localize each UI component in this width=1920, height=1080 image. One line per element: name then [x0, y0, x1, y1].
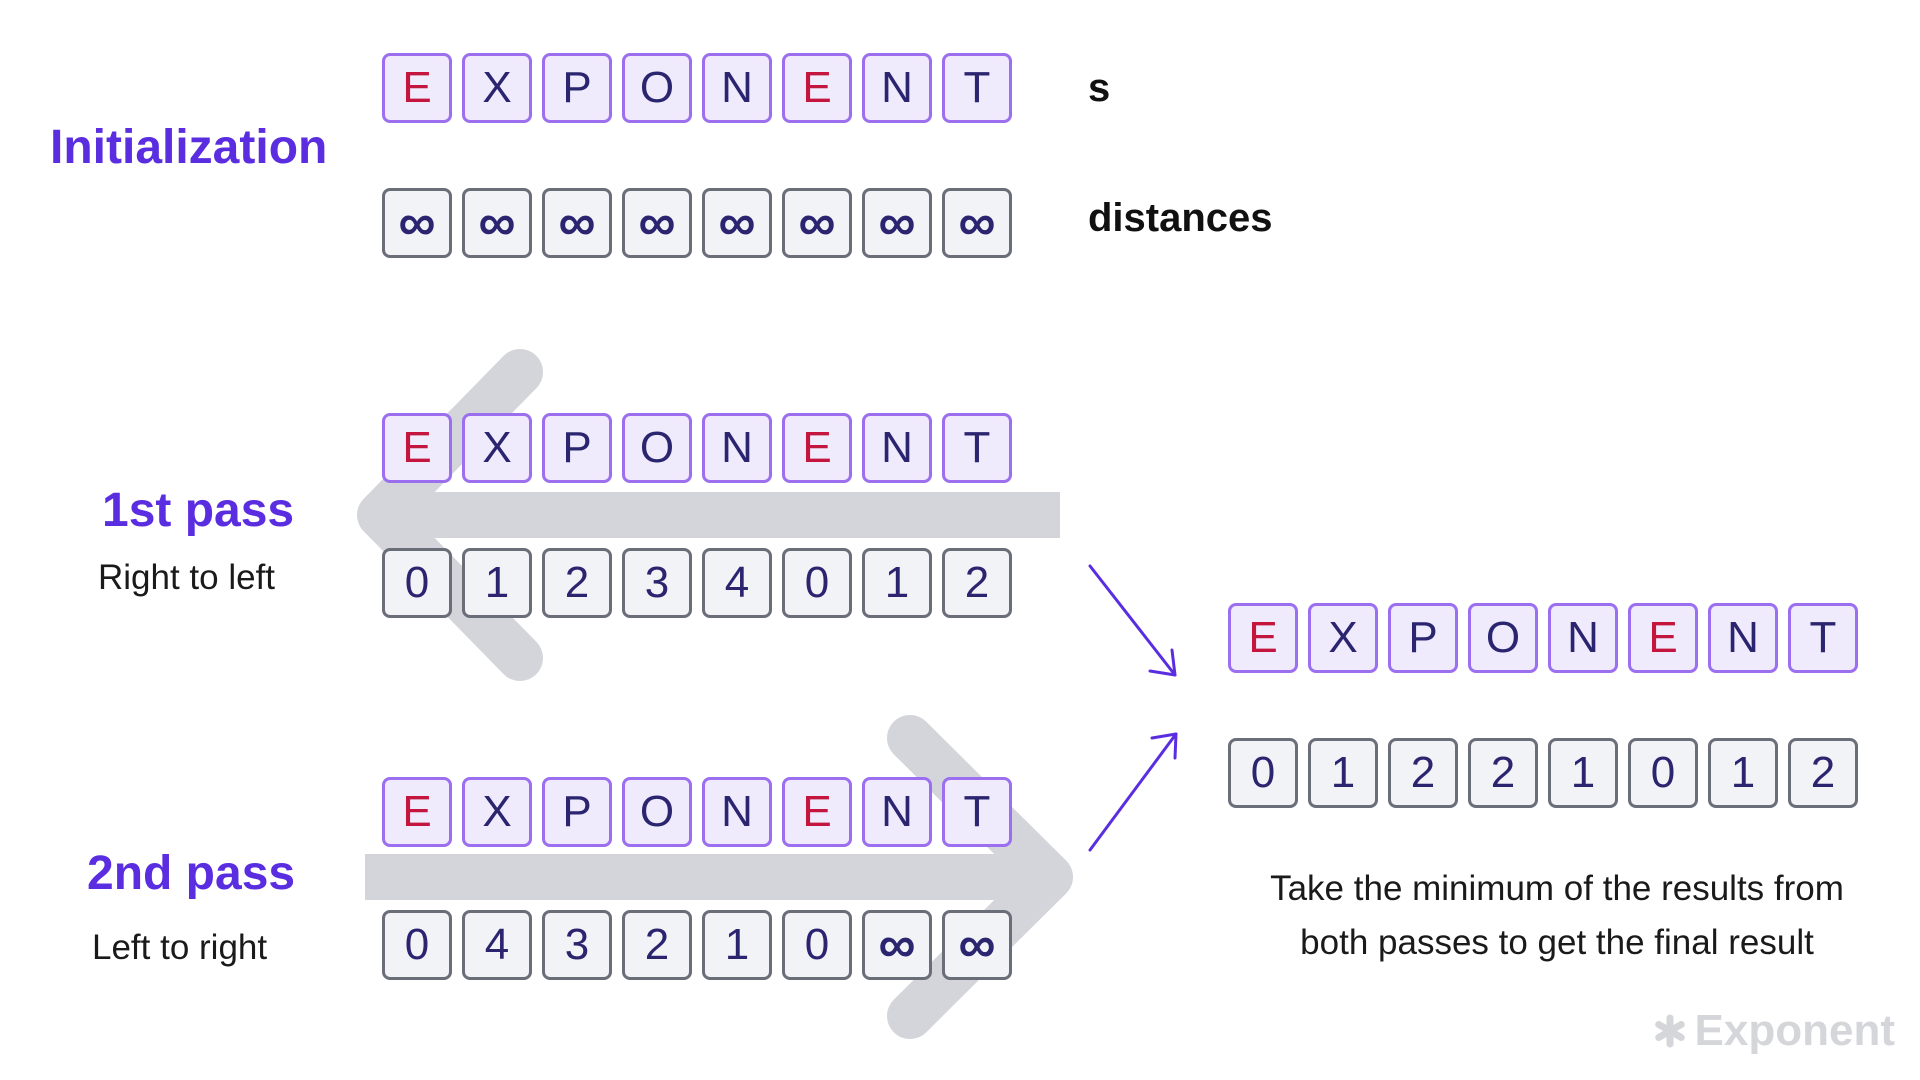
letter-cell: N [1548, 603, 1618, 673]
letter-cell: P [542, 413, 612, 483]
distance-cell: 3 [542, 910, 612, 980]
first-pass-title: 1st pass [102, 484, 295, 537]
exponent-logo: Exponent [1653, 1006, 1895, 1056]
distance-cell: ∞ [542, 188, 612, 258]
letter-cell: O [1468, 603, 1538, 673]
distance-cell: 0 [1628, 738, 1698, 808]
distance-cell: ∞ [942, 188, 1012, 258]
distance-cell: ∞ [462, 188, 532, 258]
distance-cell: 2 [1388, 738, 1458, 808]
letter-cell: P [1388, 603, 1458, 673]
result-caption: Take the minimum of the results from bot… [1197, 862, 1917, 970]
distance-cell: 1 [1548, 738, 1618, 808]
letter-cell: X [462, 53, 532, 123]
letter-cell: E [782, 777, 852, 847]
distance-cell: 0 [1228, 738, 1298, 808]
letter-cell: X [462, 413, 532, 483]
distance-cell: 0 [782, 548, 852, 618]
letter-cell: N [862, 777, 932, 847]
asterisk-icon [1654, 1014, 1685, 1048]
distance-cell: ∞ [862, 910, 932, 980]
letter-cell: E [782, 413, 852, 483]
s-label: s [1088, 66, 1111, 110]
brand-name: Exponent [1694, 1006, 1895, 1055]
distance-cell: 2 [542, 548, 612, 618]
second-pass-subtitle: Left to right [92, 928, 268, 967]
caption-line-1: Take the minimum of the results from [1270, 869, 1844, 908]
distance-cell: 2 [622, 910, 692, 980]
distance-cell: 1 [462, 548, 532, 618]
letter-cell: N [702, 53, 772, 123]
letter-cell: N [702, 413, 772, 483]
merge-arrow-up [1088, 732, 1178, 852]
distance-cell: 2 [942, 548, 1012, 618]
distance-cell: ∞ [702, 188, 772, 258]
caption-line-2: both passes to get the final result [1300, 923, 1814, 962]
letter-cell: N [702, 777, 772, 847]
distance-cell: 4 [462, 910, 532, 980]
letter-cell: E [382, 413, 452, 483]
distance-cell: 3 [622, 548, 692, 618]
distance-cell: 4 [702, 548, 772, 618]
letter-cell: T [1788, 603, 1858, 673]
distance-cell: 2 [1468, 738, 1538, 808]
distance-cell: 2 [1788, 738, 1858, 808]
letter-cell: O [622, 777, 692, 847]
distance-cell: 0 [382, 910, 452, 980]
letter-cell: E [782, 53, 852, 123]
letter-cell: E [1228, 603, 1298, 673]
distances-label: distances [1088, 196, 1273, 240]
letter-cell: O [622, 413, 692, 483]
distance-cell: 0 [382, 548, 452, 618]
letter-cell: X [1308, 603, 1378, 673]
distance-cell: ∞ [382, 188, 452, 258]
distance-cell: 1 [1708, 738, 1778, 808]
distance-cell: 1 [702, 910, 772, 980]
letter-cell: P [542, 53, 612, 123]
merge-arrow-down [1088, 564, 1177, 677]
letter-cell: T [942, 777, 1012, 847]
init-distance-row: ∞∞∞∞∞∞∞∞ [382, 188, 1012, 258]
letter-cell: N [1708, 603, 1778, 673]
letter-cell: X [462, 777, 532, 847]
distance-cell: ∞ [782, 188, 852, 258]
letter-cell: T [942, 413, 1012, 483]
letter-cell: O [622, 53, 692, 123]
distance-cell: ∞ [622, 188, 692, 258]
second-pass-title: 2nd pass [87, 847, 296, 900]
distance-cell: 1 [1308, 738, 1378, 808]
distance-cell: 1 [862, 548, 932, 618]
letter-cell: E [1628, 603, 1698, 673]
letter-cell: P [542, 777, 612, 847]
letter-cell: N [862, 413, 932, 483]
distance-cell: 0 [782, 910, 852, 980]
distance-cell: ∞ [862, 188, 932, 258]
letter-cell: N [862, 53, 932, 123]
letter-cell: E [382, 53, 452, 123]
distance-cell: ∞ [942, 910, 1012, 980]
letter-cell: E [382, 777, 452, 847]
first-pass-subtitle: Right to left [98, 558, 276, 597]
letter-cell: T [942, 53, 1012, 123]
initialization-title: Initialization [50, 121, 328, 174]
